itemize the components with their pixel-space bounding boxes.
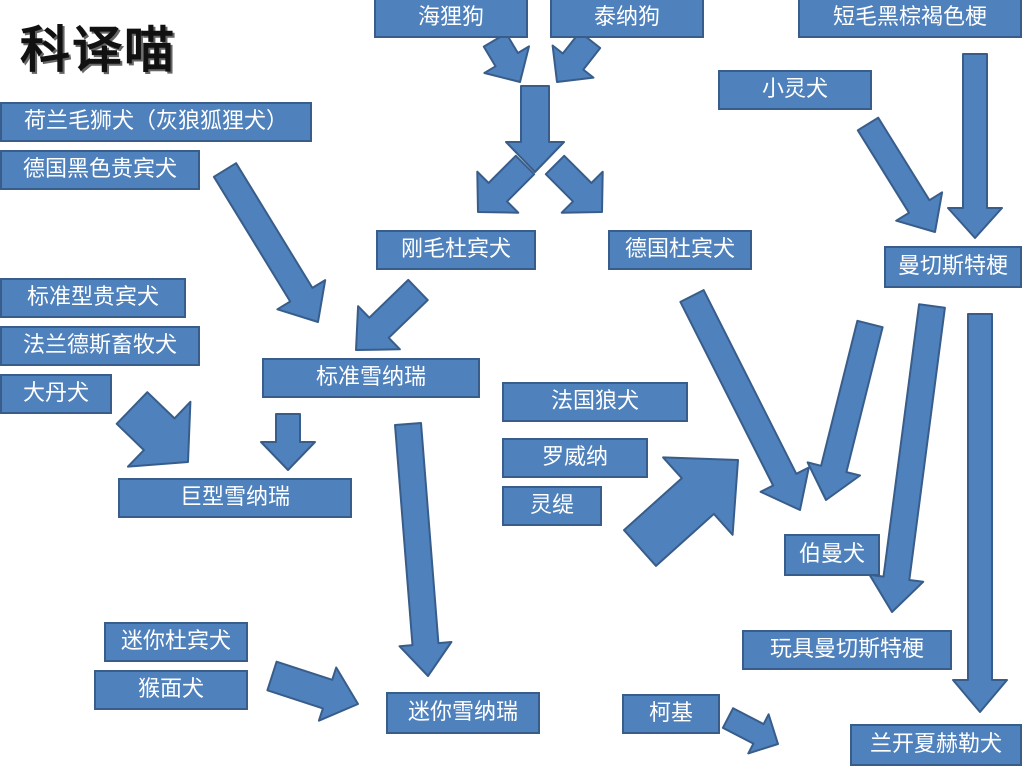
logo: 科译喵 [20,21,176,79]
arrow-manqie-to-boman [806,319,884,501]
breed-box-biaozhunxue: 标准雪纳瑞 [262,358,480,398]
breed-box-biaozhungui: 标准型贵宾犬 [0,278,186,318]
breed-box-keji: 柯基 [622,694,720,734]
arrow-keji-diag [721,707,779,755]
breed-box-helan: 荷兰毛狮犬（灰狼狐狸犬） [0,102,312,142]
arrow-dadan-diag [115,391,192,468]
arrow-split-left [476,154,536,214]
arrow-center-down [505,85,565,173]
breed-box-lingti: 灵缇 [502,486,602,526]
breed-box-miniidu: 迷你杜宾犬 [104,622,248,662]
breed-box-duanmao: 短毛黑棕褐色梗 [798,0,1022,38]
breed-box-dadan: 大丹犬 [0,374,112,414]
breed-box-houmian: 猴面犬 [94,670,248,710]
breed-box-xiaoling: 小灵犬 [718,70,872,110]
breed-box-faguolang: 法国狼犬 [502,382,688,422]
arrow-deguodu-diag [679,289,810,511]
breed-box-minixue: 迷你雪纳瑞 [386,692,540,734]
breed-box-manqie: 曼切斯特梗 [884,246,1022,288]
arrow-split-right [544,154,604,214]
arrow-manqie-to-wanju [868,303,946,613]
breed-box-deguohei: 德国黑色贵宾犬 [0,150,200,190]
breed-box-taina: 泰纳狗 [550,0,704,38]
arrow-helan-diag [212,162,327,323]
breed-box-falande: 法兰德斯畜牧犬 [0,326,200,366]
arrow-taina-down [551,31,602,83]
arrow-haili-down [482,32,530,83]
arrow-duanmao-down [947,53,1003,239]
arrow-miniidu-diag [266,660,359,722]
breed-box-wanju: 玩具曼切斯特梗 [742,630,952,670]
arrow-manqie-to-lankai [952,313,1008,713]
breed-box-juxing: 巨型雪纳瑞 [118,478,352,518]
breed-box-luowei: 罗威纳 [502,438,648,478]
arrow-xiaoling-diag [856,116,944,233]
breed-box-haili: 海狸狗 [374,0,528,38]
breed-box-boman: 伯曼犬 [784,534,880,576]
arrow-biaozhunxue-to-mini [394,422,453,677]
arrow-gangmao-diag [355,278,429,351]
breed-box-gangmao: 刚毛杜宾犬 [376,230,536,270]
breed-box-deguodu: 德国杜宾犬 [608,230,752,270]
arrow-biaozhunxue-down [260,413,316,471]
arrow-luowei-lingti-diag [623,456,739,567]
breed-box-lankai: 兰开夏赫勒犬 [850,724,1022,766]
